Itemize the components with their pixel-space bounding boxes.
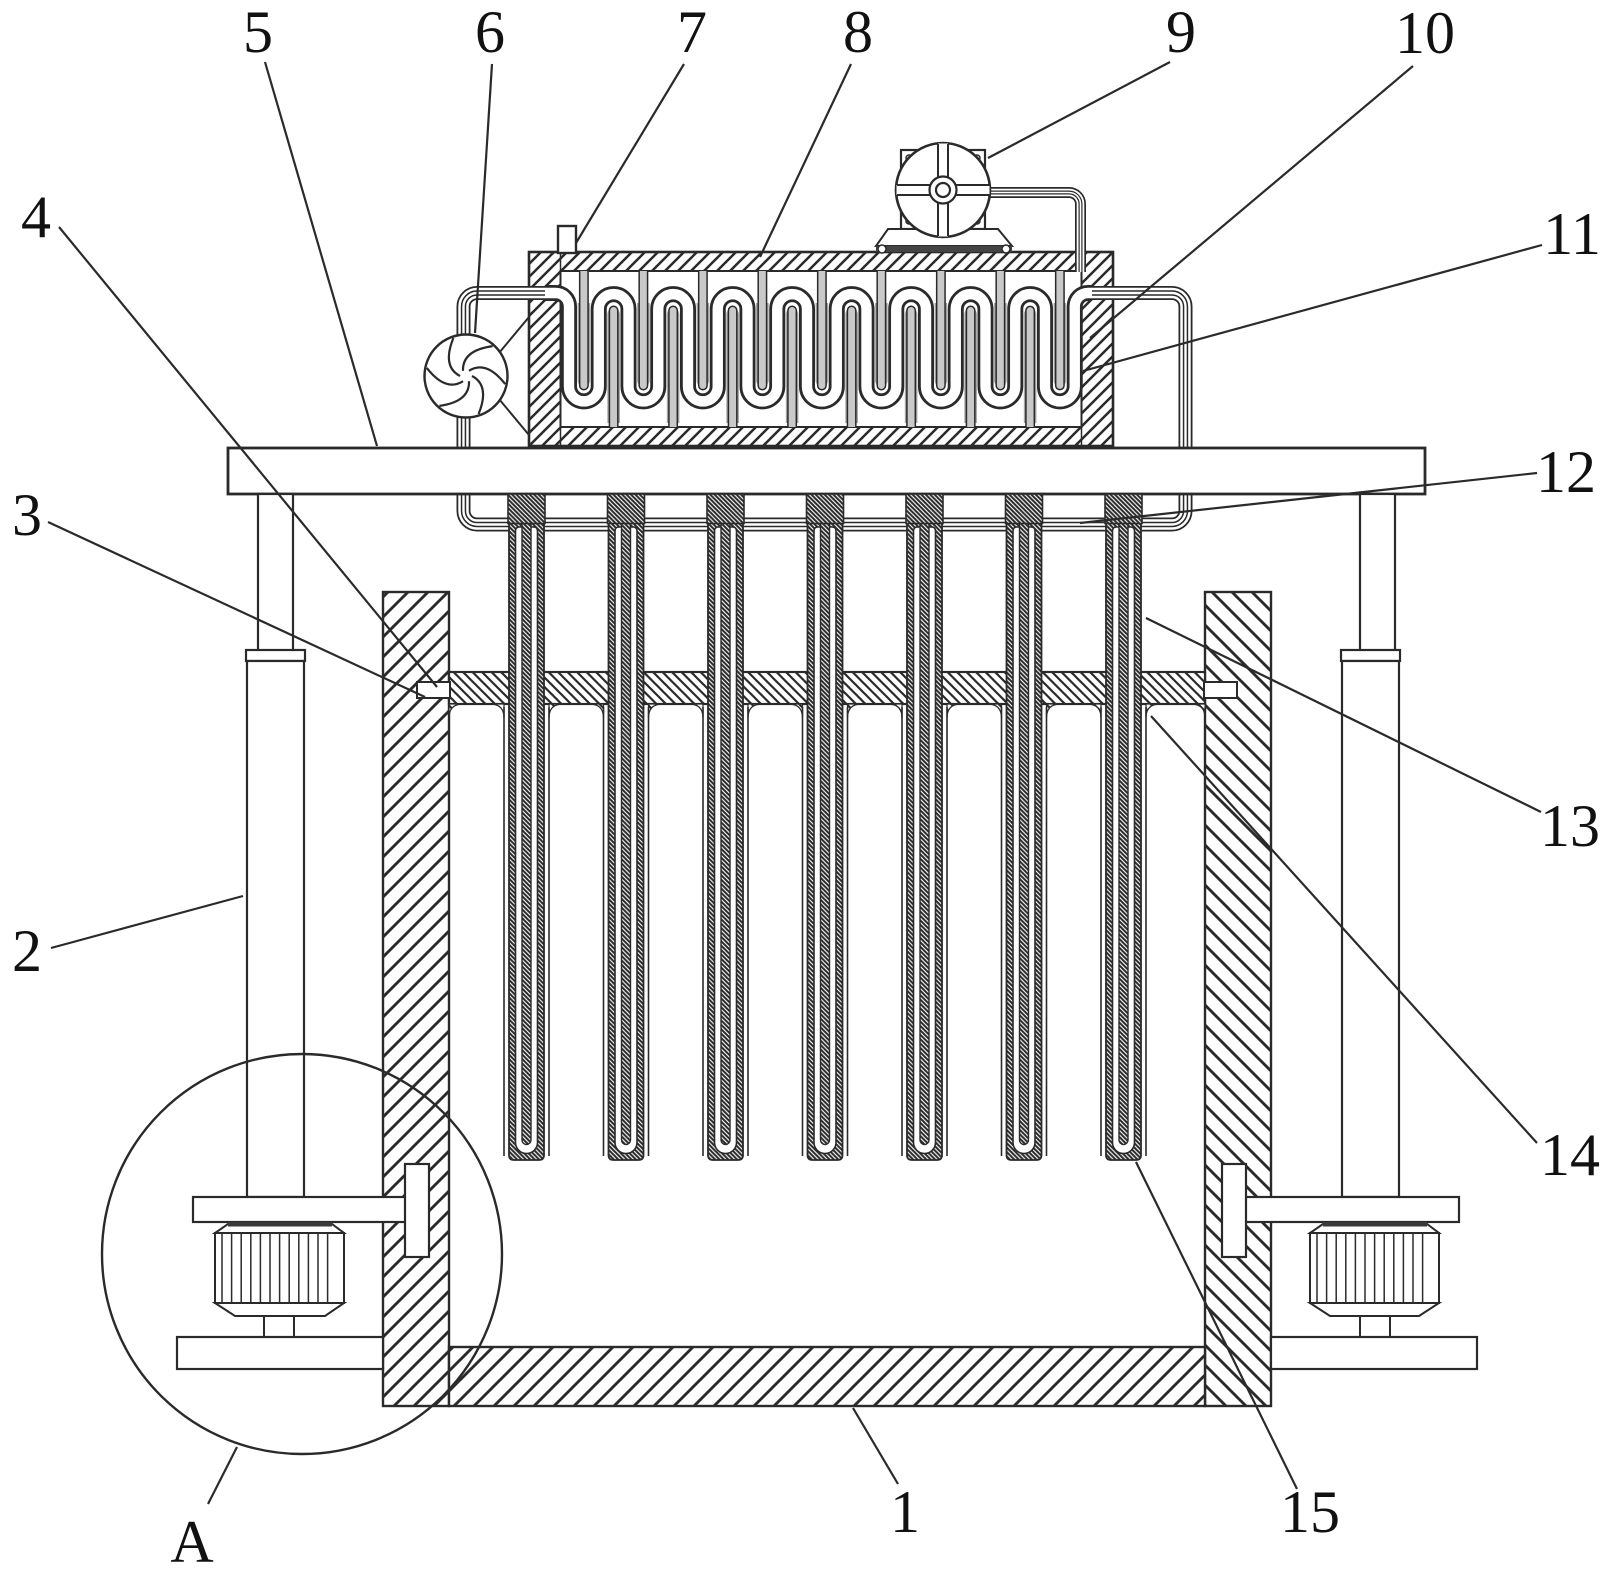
svg-text:13: 13 [1540, 793, 1600, 859]
svg-text:12: 12 [1536, 439, 1596, 505]
svg-text:2: 2 [12, 918, 42, 984]
svg-text:6: 6 [475, 0, 505, 65]
svg-text:15: 15 [1280, 1479, 1340, 1545]
svg-text:4: 4 [21, 184, 51, 250]
svg-text:5: 5 [243, 0, 273, 65]
svg-text:14: 14 [1540, 1122, 1600, 1188]
svg-text:1: 1 [890, 1479, 920, 1545]
svg-text:11: 11 [1543, 201, 1601, 267]
svg-text:9: 9 [1166, 0, 1196, 65]
svg-text:A: A [170, 1509, 213, 1570]
svg-text:8: 8 [843, 0, 873, 65]
svg-text:3: 3 [12, 482, 42, 548]
svg-text:10: 10 [1395, 0, 1455, 66]
svg-text:7: 7 [677, 0, 707, 65]
